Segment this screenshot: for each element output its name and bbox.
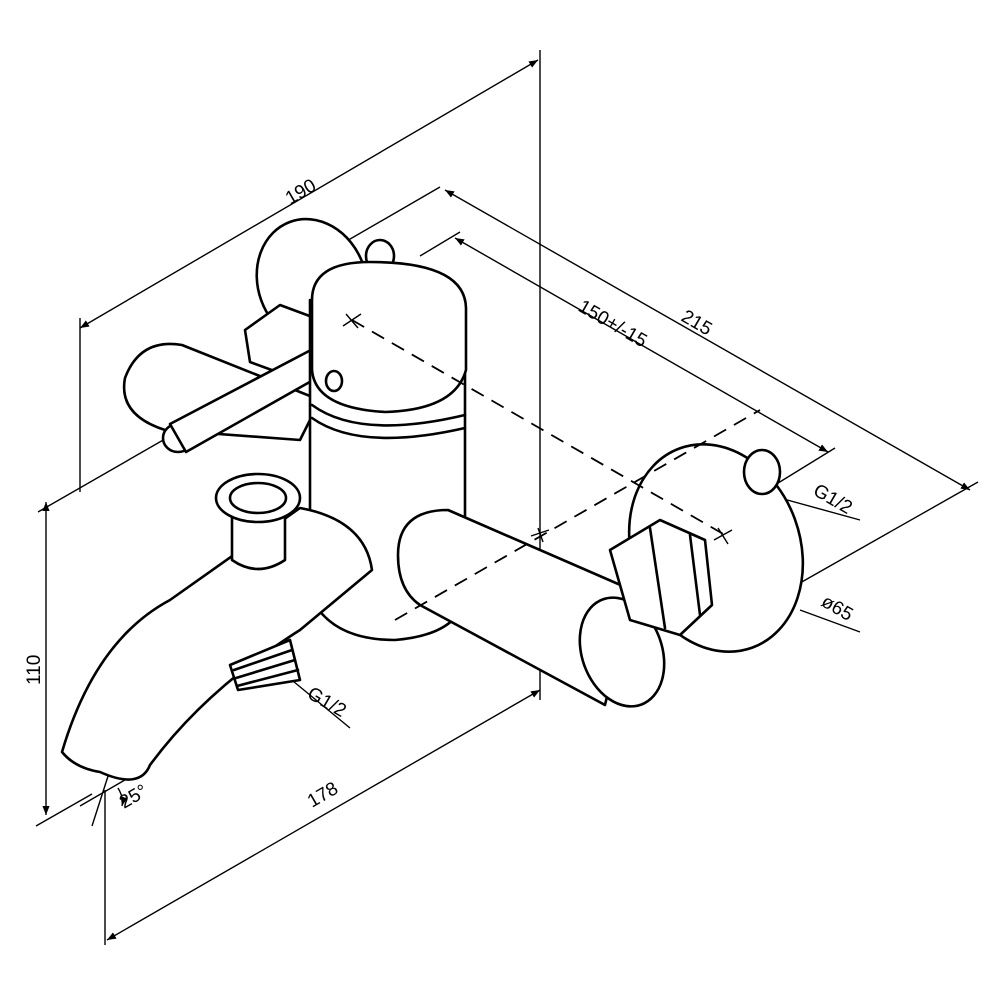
center-lines (342, 313, 761, 621)
dimension-178-line (106, 689, 541, 941)
center-mark-center (530, 527, 550, 543)
dimension-190-label: 190 (282, 175, 320, 209)
callout-escutcheon-diameter: ø65 (818, 591, 857, 626)
hex-nut-edge-1 (648, 526, 667, 630)
leader-d65 (799, 609, 861, 633)
right-arm (396, 508, 634, 707)
dimension-lines (35, 50, 979, 945)
extension-215-right (799, 481, 979, 584)
dimension-150-label: 150+/-15 (575, 296, 651, 352)
dimension-angle-label: 25° (116, 781, 151, 814)
extension-110-bottom (35, 793, 93, 827)
angle-ray-line (91, 769, 111, 827)
angle-arc (117, 787, 128, 807)
dimension-190-line (79, 59, 539, 329)
diverter-knob-inner (228, 481, 288, 515)
faucet-body (60, 217, 805, 781)
dimension-150-line (454, 237, 829, 453)
centerline-main (351, 319, 726, 536)
center-mark-right (713, 527, 733, 545)
cap-screw (324, 369, 344, 393)
extension-150-right (769, 447, 836, 489)
dimension-215-label: 215 (678, 306, 716, 340)
hex-nut-edge-2 (688, 533, 702, 617)
extension-150-left (419, 231, 461, 257)
leader-g12-right (779, 497, 861, 521)
centerline-cross (394, 409, 761, 621)
center-mark-left (342, 313, 362, 329)
callout-thread-spout: G1/2 (304, 683, 350, 722)
right-connector (742, 448, 782, 496)
angle-base-line (79, 776, 131, 807)
body-collar-line-1 (310, 403, 467, 427)
thread-lines (232, 648, 300, 688)
spout (60, 506, 374, 781)
diverter-knob (214, 472, 302, 524)
dimension-110-label: 110 (24, 655, 45, 685)
right-hex-nut (608, 518, 714, 637)
cartridge-cap (310, 260, 468, 414)
body-collar-line-2 (310, 416, 467, 440)
